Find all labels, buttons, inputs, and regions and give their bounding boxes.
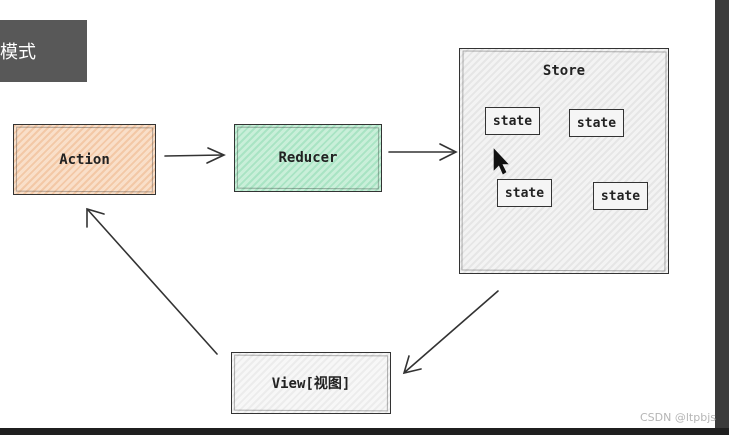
arrow-view-to-action	[86, 207, 218, 355]
state-box: state	[497, 179, 552, 207]
arrow-action-to-reducer	[164, 147, 226, 164]
window-bottom-edge	[0, 428, 729, 435]
arrow-reducer-to-store	[388, 143, 458, 161]
title-tab: 模式	[0, 20, 87, 82]
watermark: CSDN @ltpbjs	[640, 411, 716, 424]
state-box: state	[569, 109, 624, 137]
window-edge	[715, 0, 729, 435]
action-box: Action	[13, 124, 156, 195]
view-box: View[视图]	[231, 352, 391, 414]
store-label: Store	[542, 63, 586, 79]
cursor-icon	[493, 148, 509, 175]
arrow-layer	[86, 143, 509, 375]
reducer-box: Reducer	[234, 124, 382, 192]
view-label: View[视图]	[271, 376, 351, 392]
action-label: Action	[59, 151, 110, 168]
arrow-store-to-view	[402, 290, 499, 375]
state-box: state	[485, 107, 540, 135]
reducer-label: Reducer	[278, 150, 338, 166]
state-box: state	[593, 182, 648, 210]
